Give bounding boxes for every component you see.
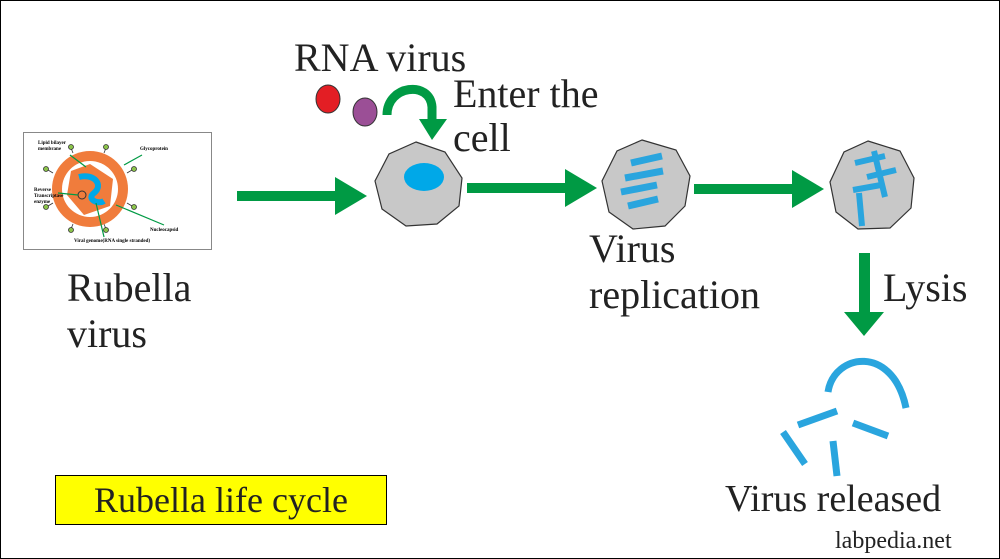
arrow-cell-to-replication: [467, 169, 597, 207]
rubella-virion-inset: Lipid bilayer membrane Glycoprotein Reve…: [23, 132, 212, 250]
lysis-label: Lysis: [883, 265, 968, 310]
source-credit: labpedia.net: [835, 528, 952, 554]
virion-purple-icon: [352, 97, 378, 127]
inset-enzyme-label: enzyme: [34, 200, 51, 205]
rna-virus-label: RNA virus: [294, 35, 467, 80]
virus-replication-label-line1: Virus: [589, 226, 676, 271]
broken-strands-icon: [852, 150, 897, 227]
released-virus-icon: [780, 357, 910, 477]
rna-strands-icon: [620, 152, 664, 210]
virion-schematic-icon: [43, 144, 165, 238]
host-cell-icon: [374, 141, 463, 227]
nucleus-icon: [404, 163, 444, 191]
virion-red-icon: [315, 84, 341, 114]
arrow-replication-to-lysis: [694, 170, 824, 208]
arrow-lysis-down: [844, 253, 884, 336]
curved-entry-arrow: [382, 84, 447, 140]
inset-nucleocapsid-label: Nucleocapsid: [150, 228, 179, 233]
virus-released-label: Virus released: [725, 478, 942, 520]
inset-reverse-label: Reverse: [34, 188, 51, 193]
inset-lipid-label: Lipid bilayer: [38, 141, 66, 146]
lysing-cell-icon: [829, 140, 915, 230]
inset-glycoprotein-label: Glycoprotein: [140, 147, 168, 152]
rubella-virus-label-line1: Rubella: [67, 265, 192, 310]
rubella-virus-label-line2: virus: [67, 311, 147, 356]
arrow-inset-to-cell: [237, 177, 367, 215]
diagram-title: Rubella life cycle: [55, 475, 387, 525]
inset-transcriptase-label: Transcriptase: [34, 194, 64, 199]
inset-genome-label: Viral genome(RNA single stranded): [74, 239, 151, 244]
enter-cell-label-line2: cell: [453, 115, 511, 160]
inset-membrane-label: membrane: [38, 147, 62, 152]
enter-cell-label-line1: Enter the: [453, 71, 599, 116]
virus-replication-label-line2: replication: [589, 272, 761, 317]
replicating-cell-icon: [601, 139, 691, 230]
